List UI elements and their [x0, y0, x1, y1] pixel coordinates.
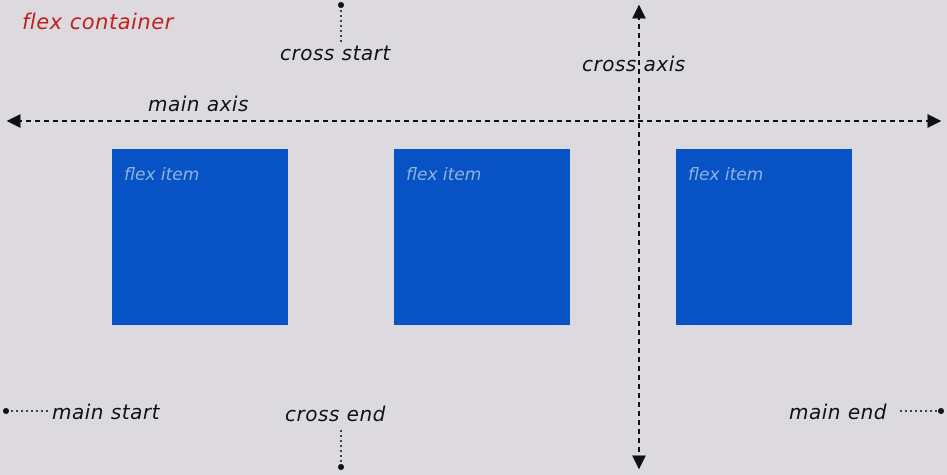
main-axis-label: main axis — [148, 92, 249, 116]
cross-end-dot — [338, 464, 344, 470]
main-start-dot — [3, 408, 9, 414]
cross-end-label: cross end — [285, 402, 386, 426]
flex-item-3: flex item — [676, 149, 852, 325]
flex-item-label: flex item — [688, 165, 764, 185]
flex-item-label: flex item — [406, 165, 482, 185]
flex-container-title: flex container — [22, 10, 174, 34]
flex-item-label: flex item — [124, 165, 200, 185]
flex-item-1: flex item — [112, 149, 288, 325]
main-start-label: main start — [52, 400, 160, 424]
main-end-label: main end — [789, 400, 888, 424]
cross-start-dot — [338, 2, 344, 8]
cross-start-label: cross start — [280, 41, 391, 65]
cross-axis-label: cross axis — [582, 52, 686, 76]
flex-item-2: flex item — [394, 149, 570, 325]
main-end-dot — [938, 408, 944, 414]
